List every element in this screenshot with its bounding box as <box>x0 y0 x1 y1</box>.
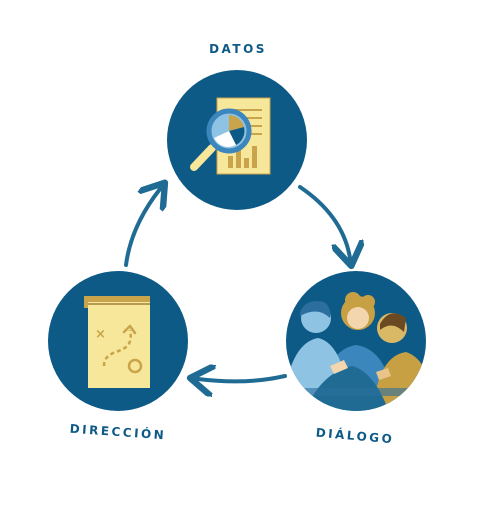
arrow-datos-to-dialogo <box>298 185 350 258</box>
node-direccion: × <box>48 271 188 411</box>
node-datos <box>167 70 307 210</box>
arrow-dialogo-to-direccion <box>198 376 287 381</box>
label-direccion: DIRECCIÓN <box>69 421 166 443</box>
arrow-direccion-to-datos <box>124 189 160 267</box>
node-dialogo <box>286 271 426 411</box>
label-datos: DATOS <box>209 42 267 56</box>
label-dialogo: DIÁLOGO <box>315 425 395 447</box>
strategy-book-icon: × <box>84 296 150 388</box>
svg-text:×: × <box>95 327 106 342</box>
report-magnifier-icon <box>190 97 271 175</box>
